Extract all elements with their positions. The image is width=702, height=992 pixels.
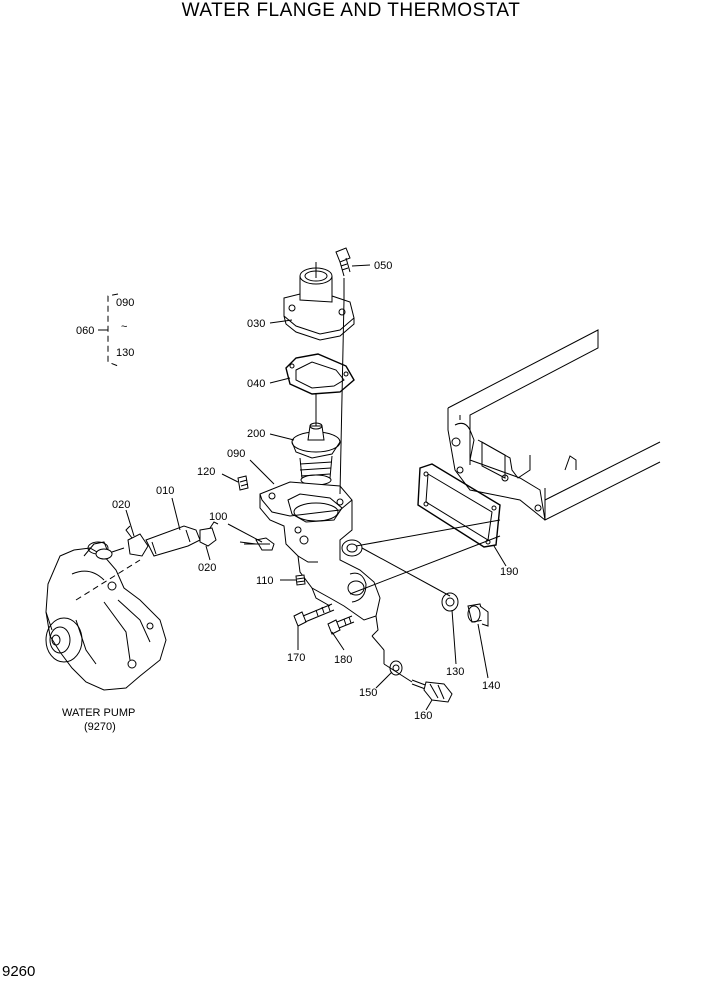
range-symbol: ~ bbox=[121, 321, 127, 333]
label-range-090: 090 bbox=[116, 297, 134, 309]
label-160: 160 bbox=[414, 710, 432, 722]
label-060: 060 bbox=[76, 325, 94, 337]
thermostat-200 bbox=[291, 422, 341, 486]
label-170: 170 bbox=[287, 652, 305, 664]
label-110: 110 bbox=[256, 575, 274, 587]
plug-140 bbox=[467, 603, 489, 627]
water-flange-030 bbox=[283, 262, 355, 341]
label-190: 190 bbox=[500, 566, 518, 578]
label-180: 180 bbox=[334, 654, 352, 666]
label-130: 130 bbox=[446, 666, 464, 678]
engine-block bbox=[447, 329, 661, 521]
label-200: 200 bbox=[247, 428, 265, 440]
water-pump-ref: (9270) bbox=[84, 721, 116, 733]
label-030: 030 bbox=[247, 318, 265, 330]
label-020-a: 020 bbox=[112, 499, 130, 511]
label-100: 100 bbox=[209, 511, 227, 523]
washer-130 bbox=[441, 592, 459, 612]
water-pump-label: WATER PUMP bbox=[62, 707, 135, 719]
label-090: 090 bbox=[227, 448, 245, 460]
label-120: 120 bbox=[197, 466, 215, 478]
alignment-lines bbox=[75, 299, 501, 683]
label-020-b: 020 bbox=[198, 562, 216, 574]
washer-150 bbox=[389, 660, 403, 676]
gasket-190 bbox=[417, 463, 501, 548]
plug-110 bbox=[295, 574, 306, 586]
bolt-170 bbox=[293, 603, 335, 627]
gasket-040 bbox=[285, 353, 355, 395]
part-labels: 050 030 040 200 090 120 010 020 100 020 … bbox=[62, 260, 518, 733]
diagram-title: WATER FLANGE AND THERMOSTAT bbox=[181, 0, 521, 21]
bolt-180 bbox=[327, 615, 355, 635]
clamp-020-a bbox=[125, 525, 149, 557]
label-leaders bbox=[125, 264, 507, 711]
water-pump bbox=[45, 541, 167, 691]
bolt-050 bbox=[335, 247, 351, 300]
water-housing-090 bbox=[259, 481, 381, 637]
label-range-130: 130 bbox=[116, 347, 134, 359]
range-bracket-060 bbox=[98, 293, 119, 367]
hose-010 bbox=[145, 525, 201, 557]
label-140: 140 bbox=[482, 680, 500, 692]
label-050: 050 bbox=[374, 260, 392, 272]
label-040: 040 bbox=[247, 378, 265, 390]
plug-120 bbox=[237, 475, 249, 491]
page-number: 9260 bbox=[2, 963, 36, 980]
sender-160 bbox=[411, 679, 453, 703]
label-150: 150 bbox=[359, 687, 377, 699]
clamp-020-b bbox=[199, 521, 219, 547]
label-010: 010 bbox=[156, 485, 174, 497]
